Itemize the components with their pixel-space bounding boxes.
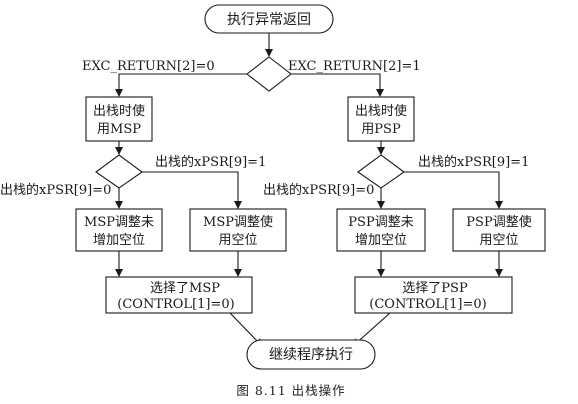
box-pop-using-msp-line1: 出栈时使	[93, 103, 145, 119]
box-msp-no-adjust-line1: MSP调整未	[84, 215, 154, 230]
box-select-msp: 选择了MSP (CONTROL[1]=0)	[105, 276, 253, 314]
box-psp-no-adjust-line1: PSP调整未	[348, 215, 413, 230]
box-select-psp-line2: (CONTROL[1]=0)	[369, 297, 486, 312]
box-select-msp-line2: (CONTROL[1]=0)	[117, 297, 234, 312]
box-msp-no-adjust-line2: 增加空位	[93, 233, 145, 248]
decision-exc-return	[246, 56, 292, 92]
box-pop-using-msp-line2: 用MSP	[97, 122, 141, 137]
box-psp-adjust-line1: PSP调整使	[466, 214, 531, 230]
box-pop-using-psp: 出栈时使 用PSP	[347, 96, 415, 142]
figure-caption: 图 8.11 出栈操作	[236, 383, 345, 398]
start-terminator: 执行异常返回	[204, 4, 334, 34]
box-pop-using-psp-line1: 出栈时使	[355, 103, 407, 119]
start-label: 执行异常返回	[227, 12, 311, 28]
label-left-xpsr-0: 出栈的xPSR[9]=0	[0, 182, 111, 198]
edge-right-xpsr-1	[404, 171, 503, 209]
label-right-xpsr-0: 出栈的xPSR[9]=0	[263, 182, 374, 198]
box-select-msp-line1: 选择了MSP	[150, 281, 220, 296]
box-select-psp: 选择了PSP (CONTROL[1]=0)	[354, 276, 513, 314]
box-msp-adjust: MSP调整使 用空位	[189, 208, 287, 252]
label-exc-return-1: EXC_RETURN[2]=1	[288, 59, 421, 74]
box-pop-using-msp: 出栈时使 用MSP	[85, 96, 153, 142]
box-psp-no-adjust-line2: 增加空位	[355, 233, 407, 248]
box-psp-adjust: PSP调整使 用空位	[452, 208, 546, 252]
edge-exc-return-1	[291, 73, 384, 97]
box-msp-adjust-line1: MSP调整使	[203, 214, 273, 230]
end-terminator: 继续程序执行	[246, 339, 376, 370]
label-left-xpsr-1: 出栈的xPSR[9]=1	[155, 154, 266, 170]
box-psp-adjust-line2: 用空位	[479, 233, 518, 248]
end-label: 继续程序执行	[269, 346, 353, 363]
box-pop-using-psp-line2: 用PSP	[361, 122, 401, 137]
label-exc-return-0: EXC_RETURN[2]=0	[82, 59, 215, 74]
box-msp-no-adjust: MSP调整未 增加空位	[75, 208, 163, 252]
box-msp-adjust-line2: 用空位	[218, 233, 257, 248]
label-right-xpsr-1: 出栈的xPSR[9]=1	[418, 154, 529, 170]
box-psp-no-adjust: PSP调整未 增加空位	[336, 208, 426, 252]
edge-left-xpsr-1	[142, 171, 242, 209]
box-select-psp-line1: 选择了PSP	[402, 281, 468, 296]
edge-exc-return-0	[115, 73, 247, 97]
